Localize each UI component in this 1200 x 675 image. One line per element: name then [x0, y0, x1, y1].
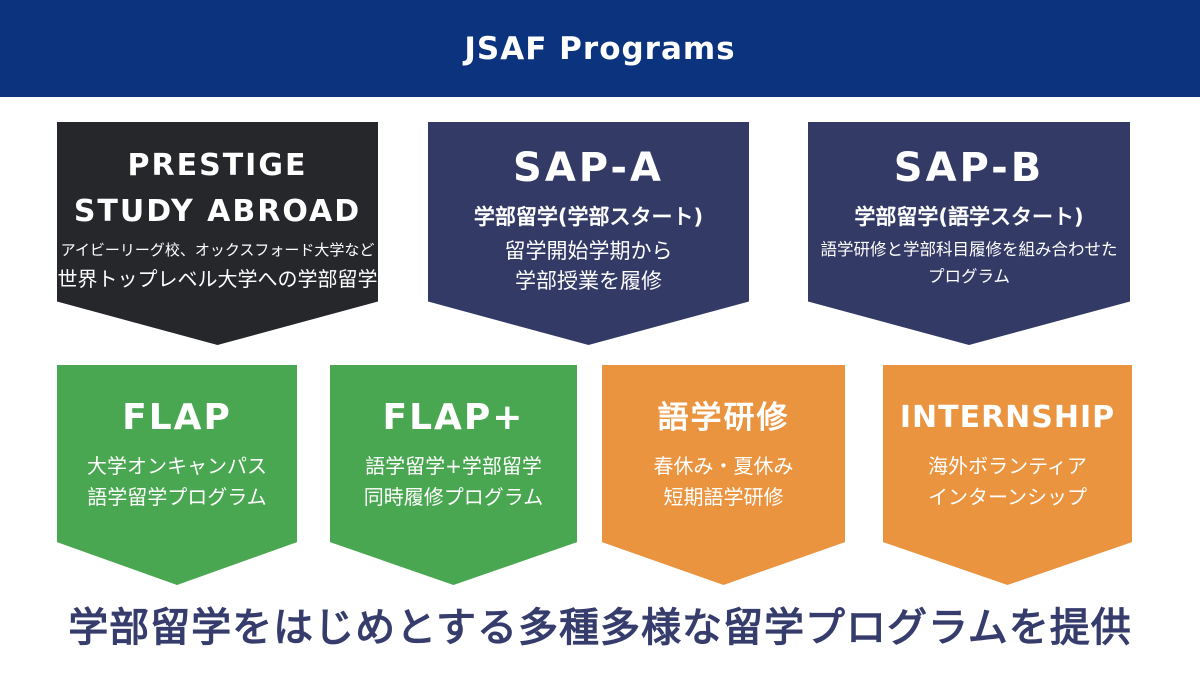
pennant-title: INTERNSHIP	[899, 400, 1116, 435]
pennant-title-line2: STUDY ABROAD	[73, 194, 362, 229]
pennant-title: FLAP	[122, 397, 232, 438]
pennant-line1: 留学開始学期から	[504, 239, 673, 263]
footer-tagline: 学部留学をはじめとする多種多様な留学プログラムを提供	[68, 605, 1132, 651]
pennant-line2: 短期語学研修	[663, 485, 784, 509]
pennant-flap-plus: FLAP+ 語学留学+学部留学 同時履修プログラム	[330, 365, 577, 585]
pennant-title-line1: PRESTIGE	[127, 148, 308, 183]
pennant-line2: 語学留学プログラム	[87, 485, 267, 509]
pennant-title: 語学研修	[657, 400, 790, 436]
pennant-title: FLAP+	[382, 397, 525, 438]
pennant-line2: インターンシップ	[928, 485, 1087, 509]
pennant-subtitle: 学部留学(語学スタート)	[854, 205, 1084, 229]
pennant-title: SAP-A	[513, 145, 664, 191]
pennant-title: SAP-B	[893, 145, 1045, 191]
page-title: JSAF Programs	[464, 30, 736, 67]
pennant-sap-a: SAP-A 学部留学(学部スタート) 留学開始学期から 学部授業を履修	[428, 122, 749, 345]
pennant-line1: 春休み・夏休み	[653, 454, 794, 478]
pennant-line1: 語学留学+学部留学	[365, 454, 542, 478]
pennant-line1: 海外ボランティア	[928, 454, 1087, 478]
pennant-line2: プログラム	[927, 267, 1010, 286]
pennant-description: 世界トップレベル大学への学部留学	[57, 267, 378, 291]
pennant-line2: 同時履修プログラム	[363, 485, 544, 509]
pennant-gogaku-kenshu: 語学研修 春休み・夏休み 短期語学研修	[602, 365, 845, 585]
pennant-flap: FLAP 大学オンキャンパス 語学留学プログラム	[57, 365, 297, 585]
pennant-subtitle: 学部留学(学部スタート)	[473, 205, 704, 229]
header-bar: JSAF Programs	[0, 0, 1200, 97]
pennant-sap-b: SAP-B 学部留学(語学スタート) 語学研修と学部科目履修を組み合わせた プロ…	[808, 122, 1130, 345]
pennant-line2: 学部授業を履修	[515, 269, 662, 293]
pennant-prestige-study-abroad: PRESTIGE STUDY ABROAD アイビーリーグ校、オックスフォード大…	[57, 122, 378, 345]
pennant-internship: INTERNSHIP 海外ボランティア インターンシップ	[883, 365, 1132, 585]
pennant-line1: 語学研修と学部科目履修を組み合わせた	[820, 240, 1118, 259]
pennant-line1: 大学オンキャンパス	[87, 454, 267, 478]
pennant-note: アイビーリーグ校、オックスフォード大学など	[60, 241, 375, 259]
